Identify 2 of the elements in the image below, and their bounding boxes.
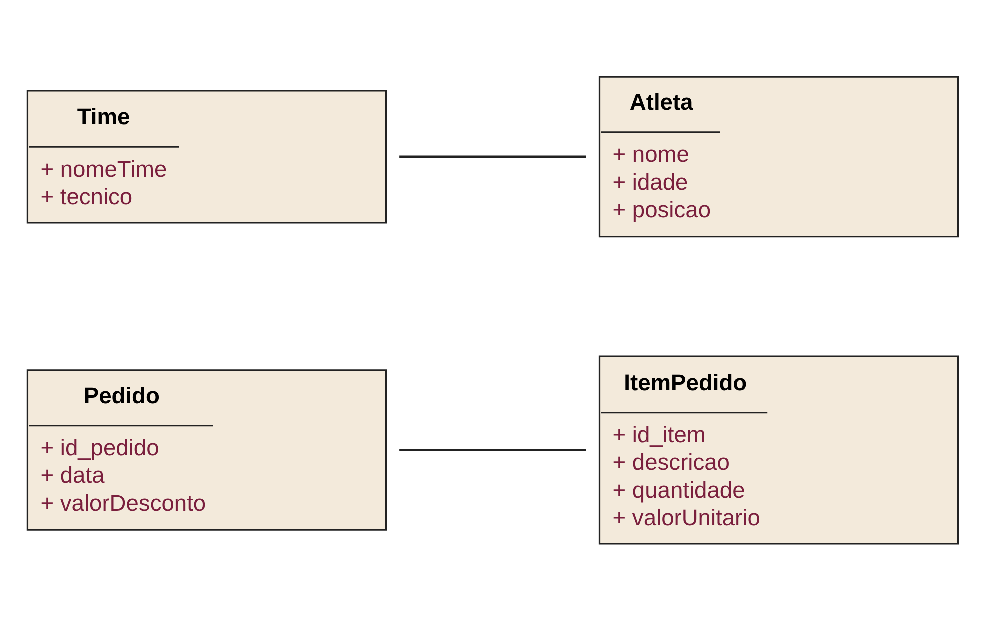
connector — [400, 156, 586, 158]
connector — [400, 449, 586, 452]
